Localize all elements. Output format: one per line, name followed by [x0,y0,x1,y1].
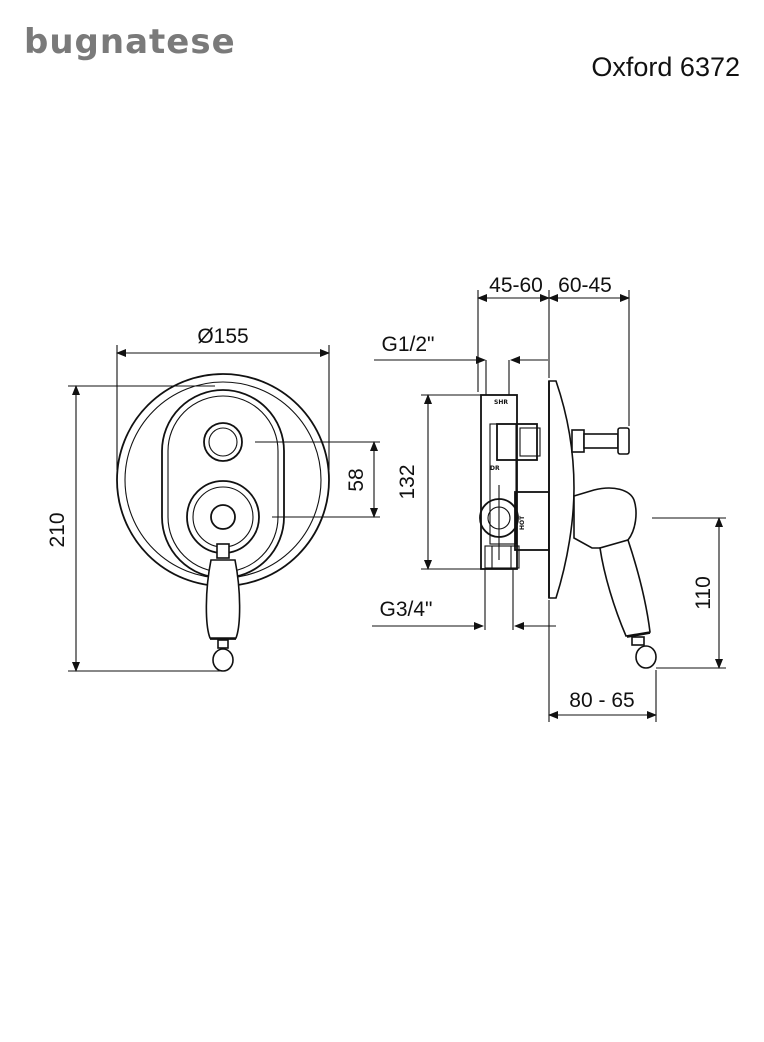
upper-cartridge [496,423,538,461]
port-label-diverter: DR [490,465,500,472]
escutcheon-profile [548,380,575,599]
front-view: Ø155 210 58 [46,325,380,672]
bottom-port [484,545,520,569]
mixer-valve-cap [210,504,236,530]
spacing-label: 58 [345,468,368,491]
body-height-label: 132 [396,464,419,499]
mixer-valve-outer [186,480,260,554]
model-title: Oxford 6372 [591,52,740,82]
depth-label-right: 60-45 [558,274,612,297]
valve-body [480,394,518,570]
port-label-hot: HOT [519,515,526,530]
lever-handle [205,543,241,672]
inlet-bottom-label: G3/4" [380,598,433,621]
diameter-label: Ø155 [197,325,248,348]
brand-logo: bugnatese [24,22,236,62]
diverter-knob-inner [208,427,238,457]
lever-handle-side [573,487,657,669]
inlet-top-label: G1/2" [382,333,435,356]
depth-label-left: 45-60 [489,274,543,297]
side-view: SHR DR HOT 45-60 60-45 [372,274,726,722]
diverter-knob [203,422,243,462]
height-label: 210 [46,512,69,547]
port-label-shower: SHR [494,399,508,406]
mixer-valve-ring [192,486,254,548]
handle-projection-label: 80 - 65 [569,689,634,712]
handle-height-label: 110 [692,576,715,609]
diverter-knob-side [571,427,630,455]
